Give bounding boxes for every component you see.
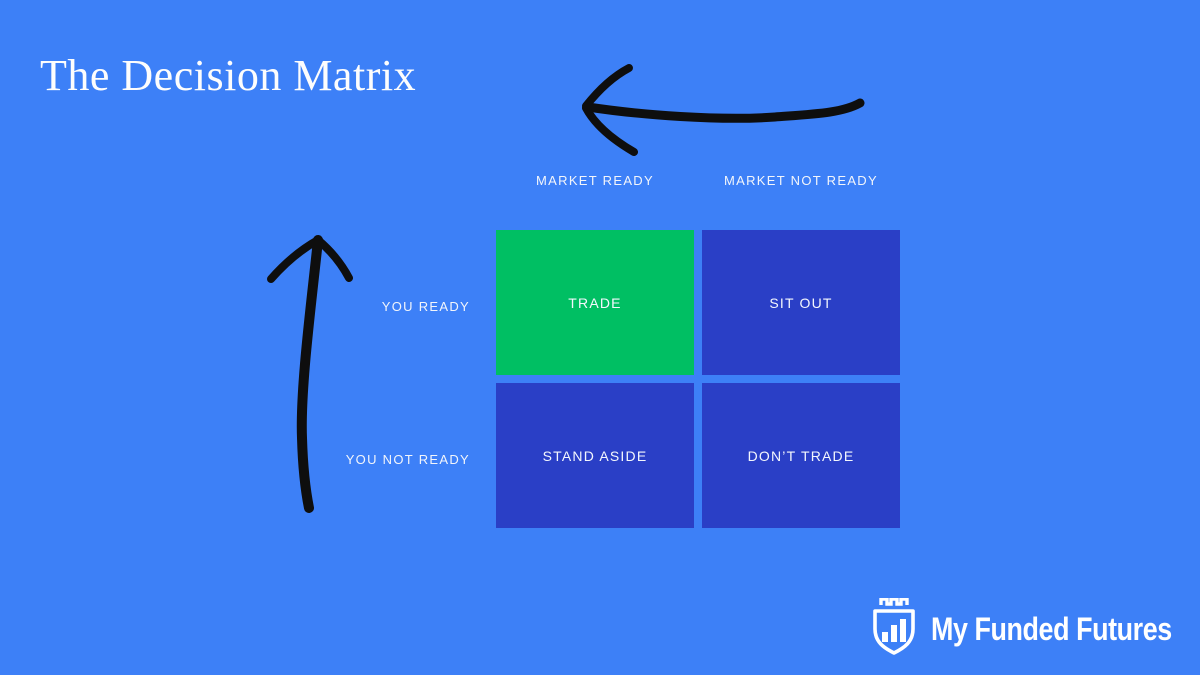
matrix-cell-sit-out: SIT OUT: [702, 230, 900, 375]
brand-logo: My Funded Futures: [870, 596, 1200, 661]
col-header-market-ready: MARKET READY: [536, 172, 654, 188]
arrow-left-svg: [582, 64, 865, 156]
brand-logo-text: My Funded Futures: [931, 610, 1172, 647]
arrow-up-svg: [267, 235, 353, 513]
page-title: The Decision Matrix: [40, 51, 417, 100]
col-header-market-not-ready: MARKET NOT READY: [724, 172, 878, 188]
row-header-you-ready: YOU READY: [381, 298, 470, 314]
matrix-cell-label: SIT OUT: [769, 294, 833, 311]
matrix-cell-label: DON’T TRADE: [747, 447, 855, 464]
arrow-left-icon: [570, 55, 880, 165]
matrix-cell-label: STAND ASIDE: [542, 447, 648, 464]
matrix-cell-label: TRADE: [568, 294, 622, 311]
matrix-cell-dont-trade: DON’T TRADE: [702, 383, 900, 528]
matrix-cell-stand-aside: STAND ASIDE: [496, 383, 694, 528]
matrix-cell-trade: TRADE: [496, 230, 694, 375]
shield-crown-barchart-icon: [870, 596, 918, 661]
row-header-you-not-ready: YOU NOT READY: [345, 451, 470, 467]
arrow-up-icon: [253, 223, 378, 523]
